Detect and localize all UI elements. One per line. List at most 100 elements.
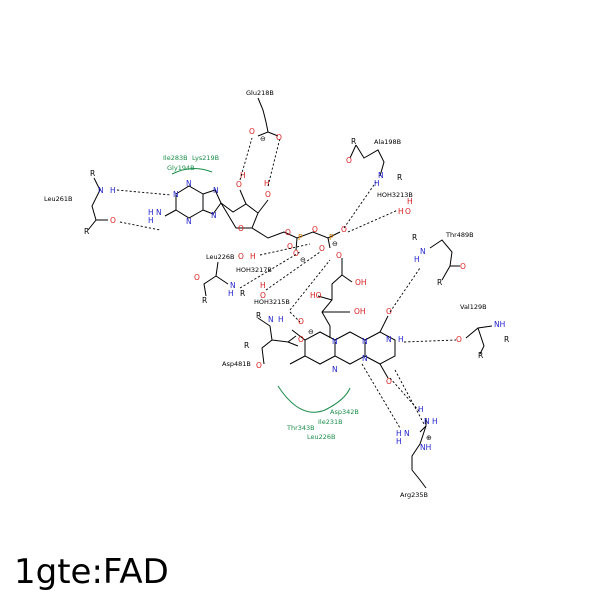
svg-text:NH: NH	[494, 320, 505, 329]
diagram-caption: 1gte:FAD	[14, 552, 169, 592]
svg-text:R: R	[90, 169, 95, 178]
svg-text:N: N	[230, 281, 236, 290]
svg-text:N: N	[420, 247, 426, 256]
svg-text:O: O	[460, 262, 466, 271]
svg-text:⊖: ⊖	[260, 135, 266, 143]
hydrophobic-arc-top	[171, 168, 213, 175]
thr489-residue	[429, 239, 460, 281]
val129-label: Val129B	[460, 303, 487, 311]
svg-text:R: R	[478, 351, 483, 360]
ala198-label: Ala198B	[374, 138, 401, 146]
svg-text:H: H	[396, 437, 402, 446]
svg-text:O: O	[249, 127, 255, 136]
svg-text:O: O	[319, 244, 325, 253]
leu261-residue	[87, 177, 108, 231]
svg-text:OH: OH	[355, 278, 367, 287]
svg-text:O: O	[456, 335, 462, 344]
svg-text:N: N	[362, 354, 368, 363]
svg-text:⊖: ⊖	[332, 240, 338, 248]
svg-text:H: H	[240, 171, 246, 180]
svg-text:O: O	[265, 190, 271, 199]
svg-text:OH: OH	[354, 307, 366, 316]
svg-text:R: R	[240, 289, 245, 298]
svg-text:N: N	[404, 429, 410, 438]
svg-text:R: R	[351, 137, 356, 146]
svg-text:N: N	[362, 337, 368, 346]
lys219-label: Lys219B	[192, 154, 219, 162]
svg-text:H: H	[110, 186, 116, 195]
svg-text:O: O	[238, 224, 244, 233]
svg-text:⊖: ⊖	[300, 256, 306, 264]
svg-text:H: H	[418, 405, 424, 414]
asp481-label: Asp481B	[222, 360, 251, 368]
svg-text:N: N	[213, 186, 219, 195]
asp481-residue	[257, 317, 299, 365]
svg-text:H: H	[260, 281, 266, 290]
hoh3215-label: HOH3215B	[254, 298, 290, 306]
svg-text:O: O	[298, 335, 304, 344]
ribityl-chain	[317, 258, 353, 338]
svg-text:H: H	[148, 216, 154, 225]
svg-text:R: R	[202, 296, 207, 305]
hydrophobic-arc-bottom	[277, 385, 351, 413]
arg235-label: Arg235B	[400, 491, 428, 499]
hoh3213-label: HOH3213B	[377, 191, 413, 199]
svg-text:H: H	[228, 289, 234, 298]
svg-text:O: O	[256, 361, 262, 370]
svg-text:O: O	[260, 291, 266, 300]
pyrophosphate	[283, 231, 341, 251]
svg-text:R: R	[84, 227, 89, 236]
svg-text:O: O	[285, 228, 291, 237]
glu218-residue	[257, 97, 279, 137]
svg-text:H: H	[264, 179, 270, 188]
svg-text:H: H	[278, 315, 284, 324]
svg-text:R: R	[244, 341, 249, 350]
svg-text:H: H	[414, 255, 420, 264]
glu218-label: Glu218B	[246, 89, 274, 97]
svg-text:H: H	[250, 252, 256, 261]
ala198-residue	[349, 144, 385, 177]
svg-text:N: N	[173, 190, 179, 199]
svg-text:R: R	[412, 233, 417, 242]
hoh3217-label: HOH3217B	[236, 266, 272, 274]
thr343-label: Thr343B	[286, 424, 315, 432]
svg-text:H: H	[398, 207, 404, 216]
svg-text:O: O	[287, 242, 293, 251]
gly194-label: Gly194B	[167, 164, 195, 172]
svg-text:H: H	[398, 335, 404, 344]
svg-text:N: N	[211, 211, 217, 220]
svg-text:NH: NH	[420, 443, 431, 452]
svg-text:O: O	[341, 225, 347, 234]
leu226-bottom-label: Leu226B	[307, 433, 336, 441]
svg-text:⊖: ⊖	[308, 328, 314, 336]
leu261-label: Leu261B	[44, 195, 73, 203]
svg-text:O: O	[386, 377, 392, 386]
svg-text:R: R	[256, 311, 261, 320]
svg-text:O: O	[276, 133, 282, 142]
svg-text:O: O	[336, 251, 342, 260]
svg-text:O: O	[312, 225, 318, 234]
svg-text:R: R	[397, 173, 402, 182]
hydrogen-bonds	[116, 137, 457, 429]
leu226-top-label: Leu226B	[206, 253, 235, 261]
svg-text:O: O	[194, 273, 200, 282]
svg-text:H: H	[148, 208, 154, 217]
svg-text:N: N	[156, 208, 162, 217]
ile231-label: Ile231B	[318, 418, 343, 426]
thr489-label: Thr489B	[445, 231, 474, 239]
svg-text:O: O	[293, 249, 299, 258]
svg-text:N: N	[332, 337, 338, 346]
adenosine-ribose	[220, 189, 285, 239]
svg-text:O: O	[405, 207, 411, 216]
svg-text:N: N	[186, 217, 192, 226]
svg-text:N: N	[186, 179, 192, 188]
svg-text:H: H	[374, 179, 380, 188]
svg-text:O: O	[238, 252, 244, 261]
svg-text:O: O	[346, 156, 352, 165]
svg-text:P: P	[298, 233, 303, 242]
svg-text:N: N	[386, 335, 392, 344]
svg-text:⊕: ⊕	[426, 434, 432, 442]
leu226-residue	[203, 261, 229, 297]
svg-text:N: N	[332, 365, 338, 374]
